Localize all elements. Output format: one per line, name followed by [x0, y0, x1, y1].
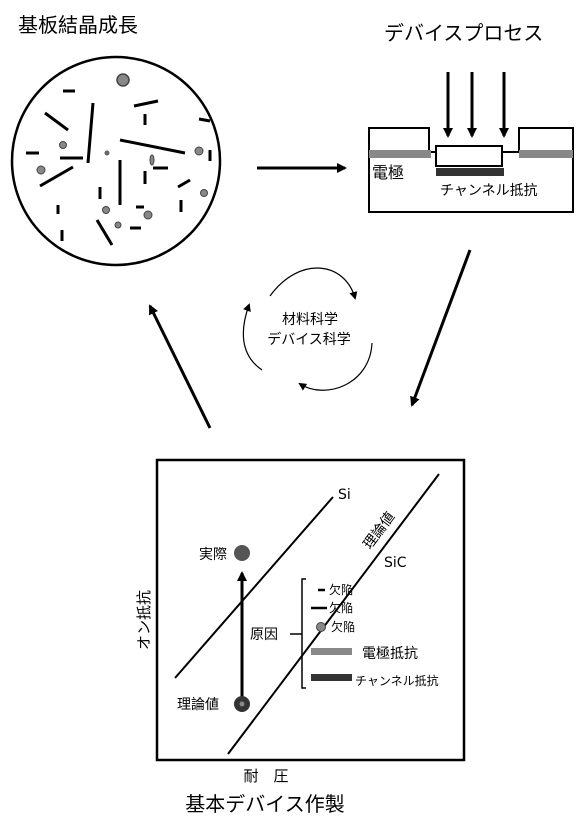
- cycle-arrow-bottom: [298, 342, 373, 391]
- legend-label-3: 欠陥: [331, 619, 355, 634]
- arrow-to-crystal: [148, 304, 212, 429]
- theory-point-label: 理論値: [177, 697, 219, 713]
- process-arrows: [443, 72, 509, 138]
- cause-label: 原因: [250, 627, 278, 643]
- flow-arrows: [148, 163, 472, 429]
- sic-label: SiC: [384, 555, 407, 571]
- legend-label-4: 電極抵抗: [362, 646, 418, 662]
- cycle-arrow-top: [269, 267, 358, 300]
- bottom-title: 基本デバイス作製: [185, 792, 344, 816]
- legend-label-1: 欠陥: [329, 582, 353, 597]
- actual-point: [234, 545, 250, 561]
- si-limit-line: [174, 496, 334, 679]
- cycle-line-2: デバイス科学: [267, 331, 351, 348]
- electrode-label: 電極: [372, 163, 404, 182]
- x-axis-label: 耐 圧: [243, 767, 288, 785]
- arrow-to-fabrication: [410, 249, 472, 407]
- channel-resistance-label: チャンネル抵抗: [440, 183, 538, 199]
- legend-symbol-dot: [316, 622, 326, 632]
- crystal-growth-title: 基板結晶成長: [18, 13, 138, 37]
- sic-limit-line: [227, 473, 440, 755]
- wafer-defect-circle: [10, 55, 222, 267]
- cause-bracket: [290, 578, 306, 689]
- legend-label-2: 欠陥: [329, 600, 353, 615]
- device-process-title: デバイスプロセス: [384, 21, 543, 45]
- device-cross-section: 電極 チャンネル抵抗: [368, 72, 574, 213]
- legend-label-5: チャンネル抵抗: [355, 673, 439, 688]
- cycle-arrow-left: [242, 303, 263, 371]
- y-axis-label: オン抵抗: [135, 590, 153, 650]
- science-cycle: 材料科学 デバイス科学: [242, 267, 373, 391]
- actual-label: 実際: [199, 547, 227, 563]
- legend-symbol-gray-bar: [311, 648, 352, 655]
- si-label: Si: [338, 487, 351, 503]
- legend-symbol-dark-bar: [311, 674, 352, 681]
- on-resistance-plot: Si SiC 理論値 実際 理論値 原因 欠陥 欠陥 欠陥 電極抵抗 チャンネル…: [135, 458, 466, 785]
- cause-legend: 欠陥 欠陥 欠陥 電極抵抗 チャンネル抵抗: [311, 582, 439, 688]
- cycle-line-1: 材料科学: [282, 312, 338, 328]
- plot-frame: [155, 458, 466, 762]
